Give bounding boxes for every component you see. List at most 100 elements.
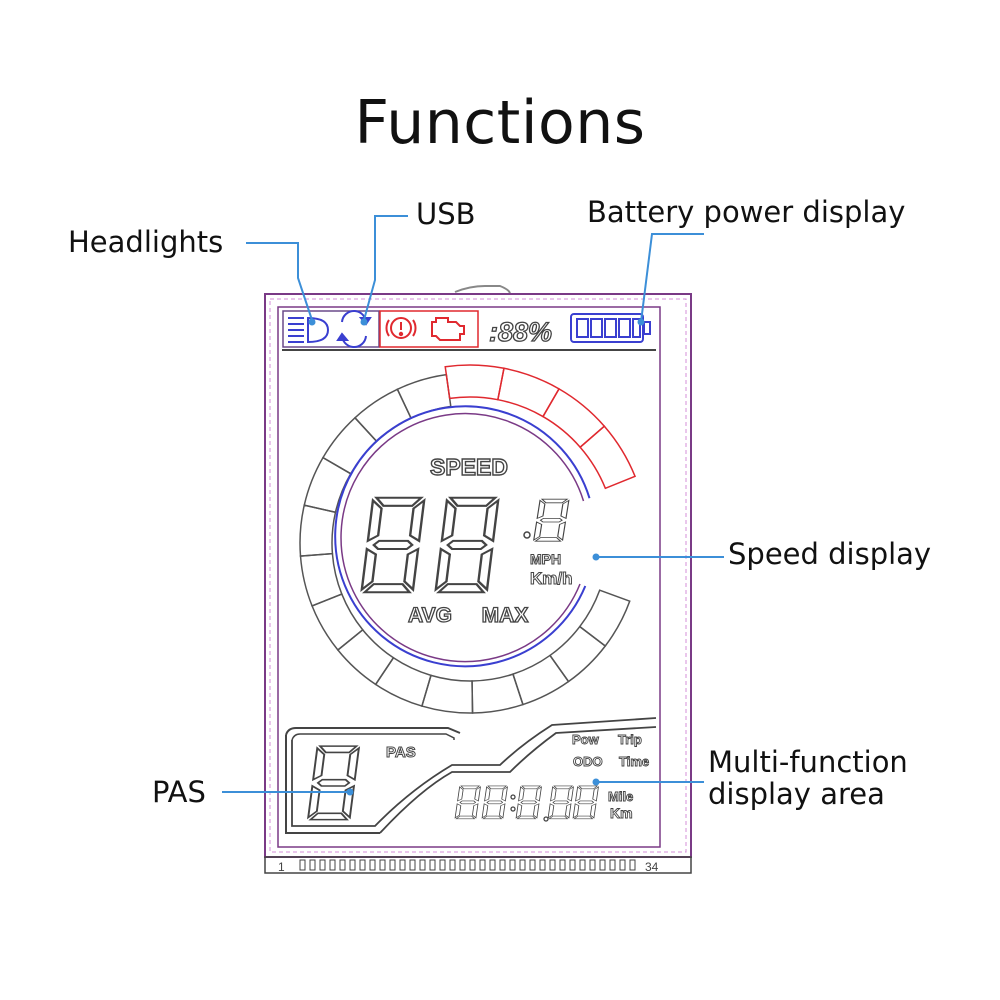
- callout-headlights: Headlights: [68, 225, 224, 259]
- connector-pin: [549, 859, 556, 871]
- pow-label: Pow: [572, 732, 600, 747]
- callout-multi-line2: display area: [708, 777, 885, 811]
- leader-dot-usb: [360, 318, 368, 326]
- connector-pin: [599, 859, 606, 871]
- speed-arc-segment: [299, 504, 337, 557]
- unit-kmh: Km/h: [530, 569, 573, 588]
- speed-arc-segment: [578, 589, 631, 648]
- connector-pin: [539, 859, 546, 871]
- connector-pin: [369, 859, 376, 871]
- leader-dot-headlights: [308, 318, 316, 326]
- mf-curve-outer: [379, 726, 657, 834]
- connector-pin: [329, 859, 336, 871]
- speed-ring-outer: [334, 405, 591, 668]
- pas-digit: [306, 745, 361, 821]
- mf-curve-inner: [291, 717, 657, 827]
- pin-first-label: 1: [278, 860, 285, 874]
- connector-pin: [629, 859, 636, 871]
- connector-pin: [499, 859, 506, 871]
- speed-arc-segment: [299, 552, 343, 607]
- speed-digit-tens: [360, 496, 426, 594]
- speed-arc-segment: [548, 625, 607, 683]
- pin-last-label: 34: [645, 860, 659, 874]
- icon-box-left: [282, 310, 380, 348]
- leader-battery: [640, 233, 704, 323]
- callout-battery: Battery power display: [587, 195, 906, 229]
- km-label: Km: [610, 805, 633, 821]
- connector-pin: [469, 859, 476, 871]
- speed-arc-segment: [353, 388, 413, 443]
- speed-arc-warning-segment: [444, 364, 505, 401]
- speed-digit-decimal: [533, 498, 570, 542]
- speed-arc-segment: [303, 456, 352, 514]
- connector-pin: [479, 859, 486, 871]
- connector-pin: [359, 859, 366, 871]
- callout-pas: PAS: [152, 775, 206, 809]
- connector-pin: [409, 859, 416, 871]
- connector-pin: [309, 859, 316, 871]
- mile-label: Mile: [608, 789, 633, 804]
- connector-pin: [429, 859, 436, 871]
- speed-label: SPEED: [430, 454, 508, 480]
- connector-pin: [349, 859, 356, 871]
- connector-pin: [529, 859, 536, 871]
- lcd-inner-frame: [277, 306, 661, 848]
- connector-pin: [569, 859, 576, 871]
- speed-ring-inner: [340, 412, 585, 663]
- engine-icon: [431, 317, 465, 341]
- connector-pin: [559, 859, 566, 871]
- connector-pin: [609, 859, 616, 871]
- connector-pin: [519, 859, 526, 871]
- connector-pin: [509, 859, 516, 871]
- connector-pin: [579, 859, 586, 871]
- callout-speed: Speed display: [728, 537, 932, 571]
- brake-warning-icon: [385, 317, 417, 339]
- connector-pin: [319, 859, 326, 871]
- pas-frame-top: [285, 727, 461, 736]
- unit-mph: MPH: [530, 551, 561, 567]
- time-label: Time: [619, 754, 649, 769]
- speed-arc-warning-segments: [444, 364, 637, 490]
- leader-headlights: [246, 242, 313, 321]
- connector-pin: [619, 859, 626, 871]
- trip-label: Trip: [618, 732, 642, 747]
- pas-label: PAS: [386, 744, 416, 761]
- connector-strip: [264, 856, 692, 874]
- headlight-icon: [288, 316, 330, 344]
- speed-digit-units: [434, 496, 500, 594]
- speed-arc-warning-segment: [579, 425, 637, 490]
- pas-frame-left: [285, 735, 380, 834]
- leader-dot-speed: [592, 553, 600, 561]
- connector-pin: [459, 859, 466, 871]
- connector-pin: [389, 859, 396, 871]
- connector-pin: [489, 859, 496, 871]
- speed-decimal-point: [523, 531, 531, 539]
- speed-arc-segment: [471, 673, 524, 714]
- lcd-dashed-frame: [269, 298, 687, 853]
- connector-pin: [439, 859, 446, 871]
- speed-arc-warning-segment: [496, 367, 561, 418]
- page-title: Functions: [354, 88, 646, 158]
- connector-pin: [589, 859, 596, 871]
- connector-pin: [299, 859, 306, 871]
- battery-icon: [570, 313, 651, 343]
- leader-dot-battery: [637, 318, 645, 326]
- speed-arc-segment: [321, 416, 378, 475]
- leader-usb: [363, 215, 408, 321]
- callout-multi-line1: Multi-function: [708, 745, 908, 779]
- avg-label: AVG: [408, 604, 452, 627]
- connector-pin: [379, 859, 386, 871]
- mf-digits: [454, 785, 599, 822]
- max-label: MAX: [482, 604, 529, 627]
- connector-pins: [299, 859, 636, 871]
- connector-pin: [419, 859, 426, 871]
- icon-box-warning: [379, 310, 479, 348]
- leader-dot-pas: [346, 788, 354, 796]
- connector-pin: [339, 859, 346, 871]
- connector-pin: [449, 859, 456, 871]
- odo-label: ODO: [573, 754, 603, 769]
- speed-arc-segment: [374, 656, 432, 707]
- connector-pin: [399, 859, 406, 871]
- panel-tab: [454, 285, 511, 295]
